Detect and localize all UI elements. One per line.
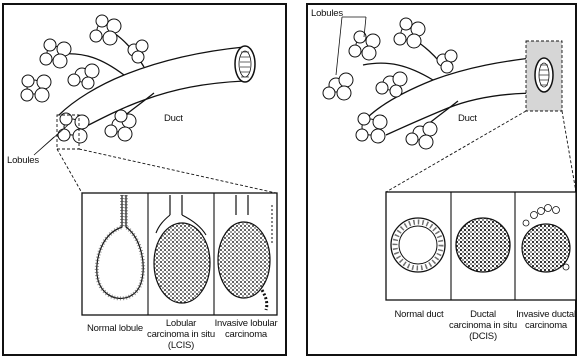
caption-invasive-ductal: Invasive ductal carcinoma xyxy=(513,309,579,331)
lobules-label: Lobules xyxy=(311,8,343,19)
duct-label: Duct xyxy=(458,113,477,124)
caption-dcis: Ductal carcinoma in situ (DCIS) xyxy=(449,309,517,342)
lobule-clusters xyxy=(323,18,457,149)
lobular-panel: Lobules Duct Normal lobule Lobular carci… xyxy=(2,3,287,356)
duct-end xyxy=(535,58,553,92)
dcis-drawing xyxy=(456,218,510,272)
lobules-label: Lobules xyxy=(7,155,39,166)
ductal-illustration xyxy=(308,5,579,358)
ductal-panel: Lobules Duct Normal duct Ductal carcinom… xyxy=(306,3,577,356)
caption-invasive-lobular: Invasive lobular carcinoma xyxy=(214,318,278,340)
duct-end xyxy=(235,46,255,82)
lobular-illustration xyxy=(4,5,289,358)
duct-label: Duct xyxy=(164,113,183,124)
caption-normal-lobule: Normal lobule xyxy=(82,323,148,334)
caption-normal-duct: Normal duct xyxy=(386,309,452,320)
normal-duct-drawing xyxy=(391,218,445,272)
caption-lcis: Lobular carcinoma in situ (LCIS) xyxy=(146,318,216,351)
lobule-clusters xyxy=(21,15,148,143)
